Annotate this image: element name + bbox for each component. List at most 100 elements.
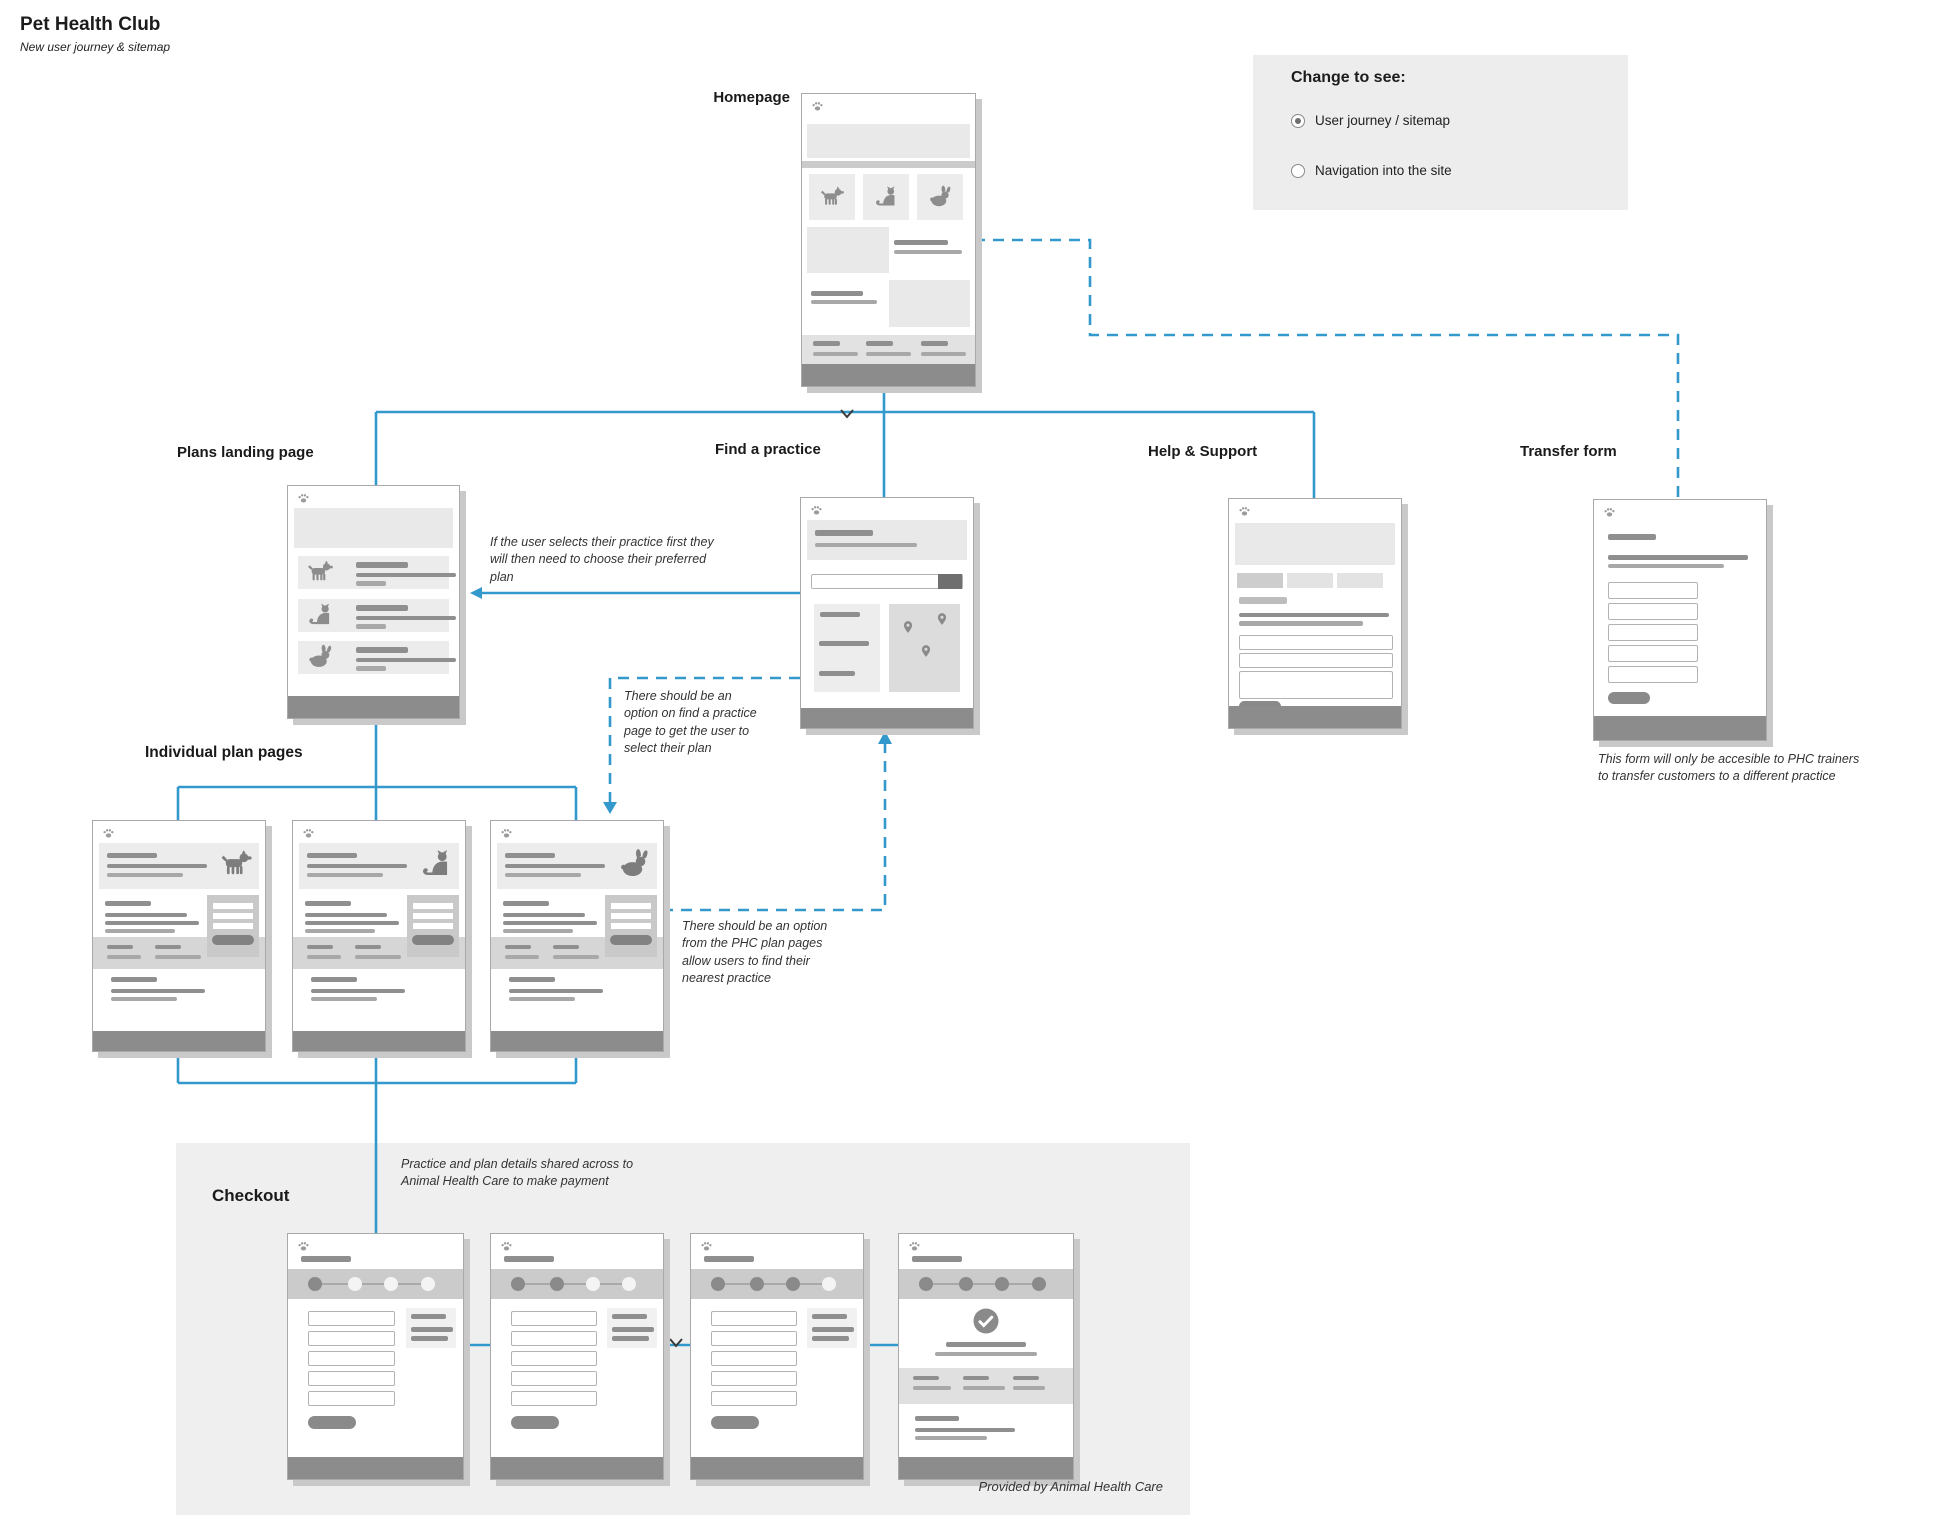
rabbit-icon: [309, 644, 332, 667]
wireframe-footer: [293, 1031, 465, 1051]
radio-user-journey-label[interactable]: User journey / sitemap: [1315, 113, 1451, 128]
placeholder-line: [107, 864, 207, 868]
step-dot: [1032, 1277, 1046, 1291]
wireframe-footer: [691, 1457, 863, 1479]
divider-band: [802, 161, 975, 168]
search-button: [938, 574, 962, 589]
radio-navigation[interactable]: Navigation into the site: [1291, 163, 1452, 178]
individual-plans-label: Individual plan pages: [145, 744, 303, 761]
placeholder-line: [111, 989, 205, 993]
wireframe-footer: [899, 1457, 1073, 1479]
step-dot: [786, 1277, 800, 1291]
placeholder-line: [963, 1386, 1005, 1390]
form-field: [308, 1311, 395, 1326]
image-placeholder: [807, 227, 889, 273]
placeholder-line: [356, 605, 408, 611]
placeholder-line: [894, 240, 948, 245]
placeholder-line: [503, 929, 573, 933]
placeholder-line: [612, 1327, 654, 1332]
form-field: [511, 1391, 597, 1406]
wireframe-footer: [491, 1457, 663, 1479]
placeholder-line: [105, 921, 199, 925]
placeholder-line: [811, 291, 863, 296]
placeholder-line: [509, 997, 575, 1001]
placeholder-line: [107, 853, 157, 858]
checkout-label: Checkout: [212, 1186, 290, 1205]
homepage-label: Homepage: [713, 89, 790, 106]
paw-logo-icon: [298, 1242, 309, 1251]
view-switcher-panel: Change to see: User journey / sitemap Na…: [1253, 55, 1628, 210]
placeholder-line: [213, 923, 253, 929]
page-subtitle: New user journey & sitemap: [20, 40, 171, 54]
step-dot: [995, 1277, 1009, 1291]
placeholder-line: [946, 1342, 1026, 1347]
arrow-practice-first-head: [470, 587, 482, 599]
form-field: [308, 1391, 395, 1406]
placeholder-line: [915, 1416, 959, 1421]
radio-unselected-icon[interactable]: [1291, 163, 1305, 178]
cat-icon: [876, 186, 895, 206]
placeholder-line: [107, 945, 133, 949]
form-field: [1608, 582, 1698, 599]
placeholder-line: [913, 1376, 939, 1380]
find-practice-label: Find a practice: [715, 441, 821, 458]
step-dot: [711, 1277, 725, 1291]
placeholder-line: [1013, 1376, 1039, 1380]
form-field: [511, 1371, 597, 1386]
checkout-shared-note: Practice and plan details shared across …: [401, 1157, 634, 1189]
placeholder-line: [812, 1314, 847, 1319]
placeholder-line: [503, 901, 549, 906]
hero-placeholder: [807, 124, 970, 158]
placeholder-line: [105, 901, 151, 906]
placeholder-line: [411, 1314, 446, 1319]
form-field: [711, 1311, 797, 1326]
placeholder-line: [813, 352, 858, 356]
paw-logo-icon: [103, 829, 114, 838]
paw-logo-icon: [811, 506, 822, 515]
step-dot: [586, 1277, 600, 1291]
radio-selected-icon[interactable]: [1291, 113, 1305, 128]
search-input: [811, 574, 963, 589]
arrow-down-head: [603, 802, 617, 814]
paw-logo-icon: [701, 1242, 712, 1251]
placeholder-line: [509, 977, 555, 982]
form-textarea: [1239, 671, 1393, 699]
wireframe-footer: [288, 1457, 463, 1479]
wireframe-footer: [491, 1031, 663, 1051]
placeholder-line: [107, 873, 183, 877]
submit-button-placeholder: [1608, 692, 1650, 704]
placeholder-line: [1608, 534, 1656, 540]
form-field: [511, 1351, 597, 1366]
form-field: [711, 1351, 797, 1366]
step-dot: [348, 1277, 362, 1291]
placeholder-line: [819, 671, 855, 676]
placeholder-line: [355, 945, 381, 949]
find-practice-wireframe: [800, 497, 974, 729]
placeholder-line: [553, 955, 599, 959]
radio-navigation-label[interactable]: Navigation into the site: [1315, 163, 1452, 178]
wireframe-footer: [801, 708, 973, 728]
placeholder-line: [311, 989, 405, 993]
placeholder-line: [811, 300, 877, 304]
placeholder-line: [413, 923, 453, 929]
placeholder-line: [505, 945, 531, 949]
wireframe-footer: [802, 364, 975, 386]
stepper-rail: [315, 1283, 435, 1285]
placeholder-line: [1239, 621, 1363, 626]
placeholder-line: [1239, 613, 1389, 617]
placeholder-line: [305, 929, 375, 933]
placeholder-line: [307, 955, 341, 959]
dog-icon: [820, 186, 844, 205]
continue-button-placeholder: [308, 1416, 356, 1429]
wireframe-footer: [288, 696, 459, 718]
paw-logo-icon: [812, 102, 823, 111]
radio-user-journey[interactable]: User journey / sitemap: [1291, 113, 1450, 128]
placeholder-line: [815, 530, 873, 536]
placeholder-line: [1239, 597, 1287, 604]
placeholder-line: [356, 616, 456, 620]
chevron-down-trunk: [840, 409, 854, 419]
placeholder-line: [505, 864, 605, 868]
plan-pages-option-note: There should be an option from the PHC p…: [682, 919, 828, 985]
placeholder-line: [812, 1336, 849, 1341]
placeholder-line: [305, 913, 387, 917]
